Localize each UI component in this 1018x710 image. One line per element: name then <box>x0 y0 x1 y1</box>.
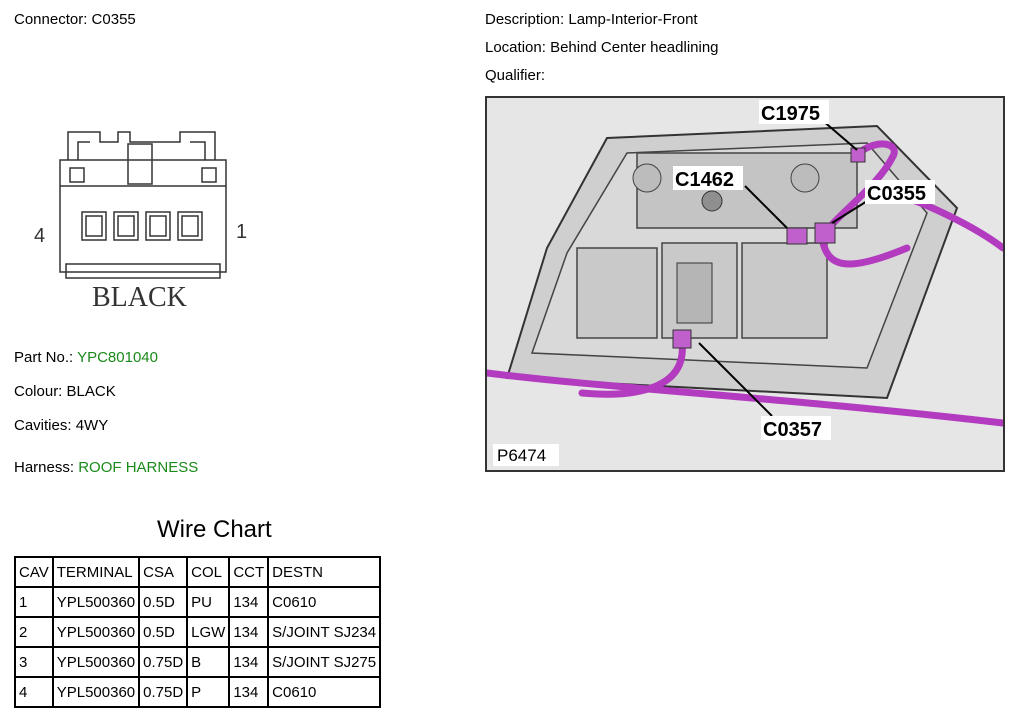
qualifier-line: Qualifier: <box>485 67 545 84</box>
column-header: DESTN <box>267 556 382 588</box>
cell-cct: 134 <box>228 616 270 648</box>
cell-terminal: YPL500360 <box>51 646 141 678</box>
callout-c1462: C1462 <box>675 169 734 191</box>
wire-chart-title: Wire Chart <box>157 516 272 543</box>
cavities-line: Cavities: 4WY <box>14 417 108 434</box>
colour-value: BLACK <box>66 383 116 400</box>
qualifier-label: Qualifier: <box>485 67 546 84</box>
cell-csa: 0.5D <box>138 616 189 648</box>
connector-line: Connector: C0355 <box>14 11 136 28</box>
location-image: C1975 C1462 C0355 C0357 P6474 <box>485 96 1005 472</box>
connector-label: Connector: <box>14 11 88 28</box>
location-illustration: C1975 C1462 C0355 C0357 P6474 <box>487 100 1003 466</box>
column-header: CCT <box>228 556 270 588</box>
cell-col: P <box>186 676 231 708</box>
cell-destn: S/JOINT SJ275 <box>267 646 382 678</box>
cell-cav: 4 <box>14 676 54 708</box>
description-line: Description: Lamp-Interior-Front <box>485 11 698 28</box>
cell-col: B <box>186 646 231 678</box>
column-header: COL <box>186 556 231 588</box>
cell-cct: 134 <box>228 676 270 708</box>
cell-col: LGW <box>186 616 231 648</box>
cell-terminal: YPL500360 <box>51 676 141 708</box>
table-row: 2 YPL500360 0.5D LGW 134 S/JOINT SJ234 <box>14 616 382 648</box>
part-no-line: Part No.: YPC801040 <box>14 349 158 366</box>
cell-cav: 3 <box>14 646 54 678</box>
cavities-value: 4WY <box>75 417 109 434</box>
part-no-link[interactable]: YPC801040 <box>77 349 158 366</box>
connector-colour-label: BLACK <box>92 282 187 313</box>
cell-terminal: YPL500360 <box>51 586 141 618</box>
column-header: CSA <box>138 556 189 588</box>
cell-cav: 1 <box>14 586 54 618</box>
cavities-label: Cavities: <box>14 417 72 434</box>
cell-destn: S/JOINT SJ234 <box>267 616 382 648</box>
harness-link[interactable]: ROOF HARNESS <box>78 459 199 476</box>
connector-face-drawing: 4 1 BLACK <box>34 131 247 313</box>
description-value: Lamp-Interior-Front <box>568 11 698 28</box>
table-row: 3 YPL500360 0.75D B 134 S/JOINT SJ275 <box>14 646 382 678</box>
location-label: Location: <box>485 39 546 56</box>
column-header: CAV <box>14 556 54 588</box>
figure-id-label: P6474 <box>497 446 546 465</box>
connector-value: C0355 <box>91 11 136 28</box>
description-label: Description: <box>485 11 565 28</box>
table-row: 1 YPL500360 0.5D PU 134 C0610 <box>14 586 382 618</box>
table-header-row: CAV TERMINAL CSA COL CCT DESTN <box>14 556 382 588</box>
cell-csa: 0.5D <box>138 586 189 618</box>
cell-csa: 0.75D <box>138 676 189 708</box>
pin-left-label: 4 <box>34 225 45 247</box>
part-no-label: Part No.: <box>14 349 74 366</box>
callout-c1975: C1975 <box>761 103 820 125</box>
cell-cct: 134 <box>228 586 270 618</box>
pin-right-label: 1 <box>236 221 247 243</box>
column-header: TERMINAL <box>51 556 141 588</box>
colour-line: Colour: BLACK <box>14 383 116 400</box>
callout-c0357: C0357 <box>763 419 822 441</box>
harness-label: Harness: <box>14 459 75 476</box>
cell-cav: 2 <box>14 616 54 648</box>
cell-destn: C0610 <box>267 676 382 708</box>
harness-line: Harness: ROOF HARNESS <box>14 459 198 476</box>
callout-c0355: C0355 <box>867 183 926 205</box>
table-row: 4 YPL500360 0.75D P 134 C0610 <box>14 676 382 708</box>
location-line: Location: Behind Center headlining <box>485 39 719 56</box>
cell-terminal: YPL500360 <box>51 616 141 648</box>
cell-col: PU <box>186 586 231 618</box>
cell-cct: 134 <box>228 646 270 678</box>
cell-destn: C0610 <box>267 586 382 618</box>
location-value: Behind Center headlining <box>550 39 719 56</box>
cell-csa: 0.75D <box>138 646 189 678</box>
wire-chart-table: CAV TERMINAL CSA COL CCT DESTN 1 YPL5003… <box>14 556 382 708</box>
colour-label: Colour: <box>14 383 63 400</box>
